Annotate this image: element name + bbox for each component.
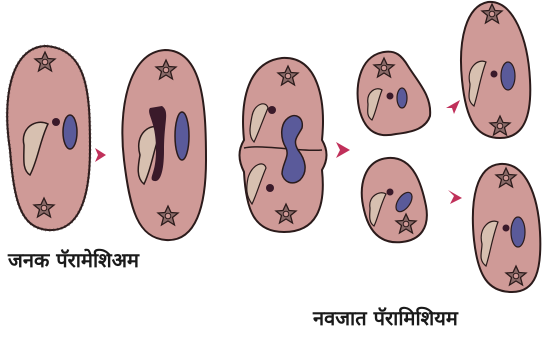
arrow-right bbox=[448, 190, 462, 204]
parent-paramecium-label: जनक पॅरामेशिअम bbox=[8, 246, 139, 273]
parent-paramecium-cell bbox=[7, 46, 90, 230]
macronucleus bbox=[397, 88, 407, 108]
daughter-paramecium-cell bbox=[358, 52, 431, 136]
micronucleus bbox=[387, 93, 394, 100]
micronucleus bbox=[266, 184, 274, 192]
dividing-paramecium-cell bbox=[122, 50, 206, 240]
micronucleus bbox=[387, 189, 394, 196]
macronucleus bbox=[501, 62, 515, 90]
arrow-right bbox=[95, 148, 106, 162]
micronucleus bbox=[52, 118, 60, 126]
micronucleus bbox=[268, 106, 276, 114]
daughter-paramecium-cell bbox=[473, 164, 541, 292]
macronucleus bbox=[511, 217, 525, 247]
micronucleus bbox=[503, 225, 510, 232]
daughter-paramecium-cell bbox=[362, 158, 427, 242]
macronucleus bbox=[175, 112, 189, 160]
arrow-right bbox=[336, 142, 350, 158]
micronucleus bbox=[491, 71, 498, 78]
arrow-right bbox=[446, 100, 460, 114]
daughter-paramecium-cell bbox=[461, 2, 530, 138]
daughter-paramecium-label: नवजात पॅरामिशियम bbox=[313, 304, 458, 331]
pinching-paramecium-cell bbox=[240, 58, 327, 232]
macronucleus bbox=[63, 115, 77, 149]
